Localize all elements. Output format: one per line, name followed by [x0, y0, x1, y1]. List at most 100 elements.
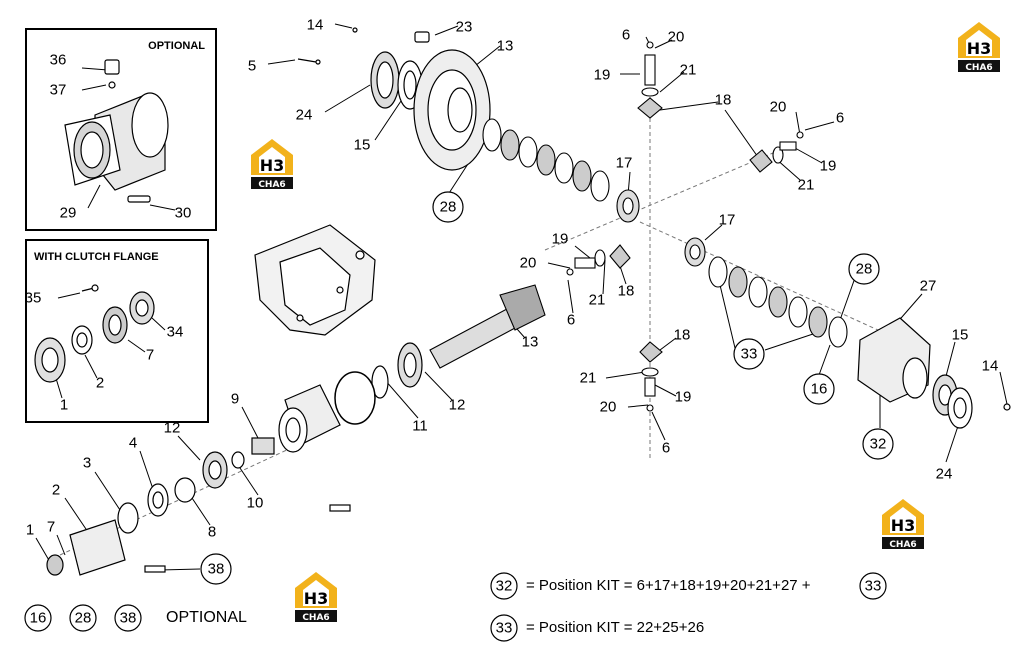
legend-circle-28: 28	[75, 610, 92, 627]
h3-logo-bottom-right: H3 CHA6	[882, 499, 924, 550]
part-callout: 36	[50, 52, 67, 69]
optional-legend-circles: 16 28 38	[24, 604, 142, 632]
legend-circle-16: 16	[30, 610, 47, 627]
logo-text: CHA6	[889, 540, 916, 550]
part-callout: 14	[982, 358, 999, 375]
part-callout: 27	[920, 278, 937, 295]
clutch-box-title: WITH CLUTCH FLANGE	[34, 251, 159, 263]
part-callout: 21	[798, 177, 815, 194]
circled-callout: 32	[862, 428, 894, 460]
part-callout: 12	[164, 420, 181, 437]
circled-callout: 28	[432, 191, 464, 223]
part-callout: 4	[129, 435, 137, 452]
h3-logo-upper-left: H3 CHA6	[251, 139, 293, 190]
logo-text: CHA6	[302, 613, 329, 623]
part-callout: 21	[680, 62, 697, 79]
legend-optional-label: OPTIONAL	[166, 609, 247, 626]
part-callout: 24	[296, 107, 313, 124]
svg-text:32: 32	[496, 578, 513, 595]
part-callout: 19	[552, 231, 569, 248]
callout-circle	[200, 553, 232, 585]
circled-callout: 38	[200, 553, 232, 585]
circled-callout-label: 38	[208, 561, 225, 578]
part-callout: 19	[594, 67, 611, 84]
part-callout: 19	[820, 158, 837, 175]
part-callout: 29	[60, 205, 77, 222]
callout-circle	[803, 373, 835, 405]
part-callout: 13	[522, 334, 539, 351]
svg-text:33: 33	[865, 578, 882, 595]
part-callout: 20	[770, 99, 787, 116]
circled-callout-label: 28	[856, 261, 873, 278]
part-callout: 23	[456, 19, 473, 36]
logo-mark: H3	[260, 156, 285, 175]
part-callout: 7	[146, 347, 154, 364]
part-callout: 20	[600, 399, 617, 416]
logo-mark: H3	[891, 516, 916, 535]
kit-33-formula: = Position KIT = 22+25+26	[526, 619, 705, 636]
callout-circle	[862, 428, 894, 460]
circled-callout-label: 16	[811, 381, 828, 398]
part-callout: 24	[936, 466, 953, 483]
part-callout: 11	[412, 418, 428, 435]
part-callout: 17	[719, 212, 736, 229]
part-callout: 10	[247, 495, 264, 512]
part-callout: 3	[83, 455, 91, 472]
circled-callout: 28	[848, 253, 880, 285]
part-callout: 6	[836, 110, 844, 127]
callout-circle	[848, 253, 880, 285]
callout-circle	[733, 338, 765, 370]
part-callout: 18	[715, 92, 732, 109]
part-callout: 14	[307, 17, 324, 34]
legend-circle-38: 38	[120, 610, 137, 627]
circled-callout: 16	[803, 373, 835, 405]
part-callout: 20	[520, 255, 537, 272]
part-callout: 6	[662, 440, 670, 457]
logo-mark: H3	[967, 39, 992, 58]
part-callout: 1	[26, 522, 34, 539]
part-callout: 17	[616, 155, 633, 172]
part-callout: 2	[96, 375, 104, 392]
part-callout: 6	[622, 27, 630, 44]
circled-callout: 33	[733, 338, 765, 370]
part-callout: 20	[668, 29, 685, 46]
part-callout: 12	[449, 397, 466, 414]
logo-mark: H3	[304, 589, 329, 608]
part-callout: 18	[618, 283, 635, 300]
h3-logo-bottom-center: H3 CHA6	[295, 572, 337, 623]
part-callout: 8	[208, 524, 216, 541]
optional-box-title: OPTIONAL	[148, 40, 205, 52]
part-callout: 9	[231, 391, 239, 408]
callout-circle	[432, 191, 464, 223]
h3-logo-top-right: H3 CHA6	[958, 22, 1000, 73]
part-callout: 6	[567, 312, 575, 329]
circled-callout-label: 28	[440, 199, 457, 216]
part-callout: 21	[589, 292, 606, 309]
part-callout: 15	[354, 137, 371, 154]
part-callout: 5	[248, 58, 256, 75]
part-callout: 18	[674, 327, 691, 344]
part-callout: 37	[50, 82, 67, 99]
circled-callout-label: 32	[870, 436, 887, 453]
kit-circle-33: 33	[490, 614, 518, 642]
part-callout: 21	[580, 370, 597, 387]
part-callout: 30	[175, 205, 192, 222]
clutch-flange-inset-box: WITH CLUTCH FLANGE	[25, 239, 209, 423]
part-callout: 15	[952, 327, 969, 344]
svg-text:33: 33	[496, 620, 513, 637]
part-callout: 35	[25, 290, 42, 307]
part-callout: 7	[47, 519, 55, 536]
kit-circle-32: 32	[490, 572, 518, 600]
logo-text: CHA6	[258, 180, 285, 190]
logo-text: CHA6	[965, 63, 992, 73]
kit-trailing-circle-33: 33	[859, 572, 887, 600]
circled-callout-label: 33	[741, 346, 758, 363]
part-callout: 19	[675, 389, 692, 406]
part-callout: 13	[497, 38, 514, 55]
part-callout: 1	[60, 397, 68, 414]
part-callout: 34	[167, 324, 184, 341]
part-callout: 2	[52, 482, 60, 499]
kit-32-formula: = Position KIT = 6+17+18+19+20+21+27 +	[526, 577, 811, 594]
